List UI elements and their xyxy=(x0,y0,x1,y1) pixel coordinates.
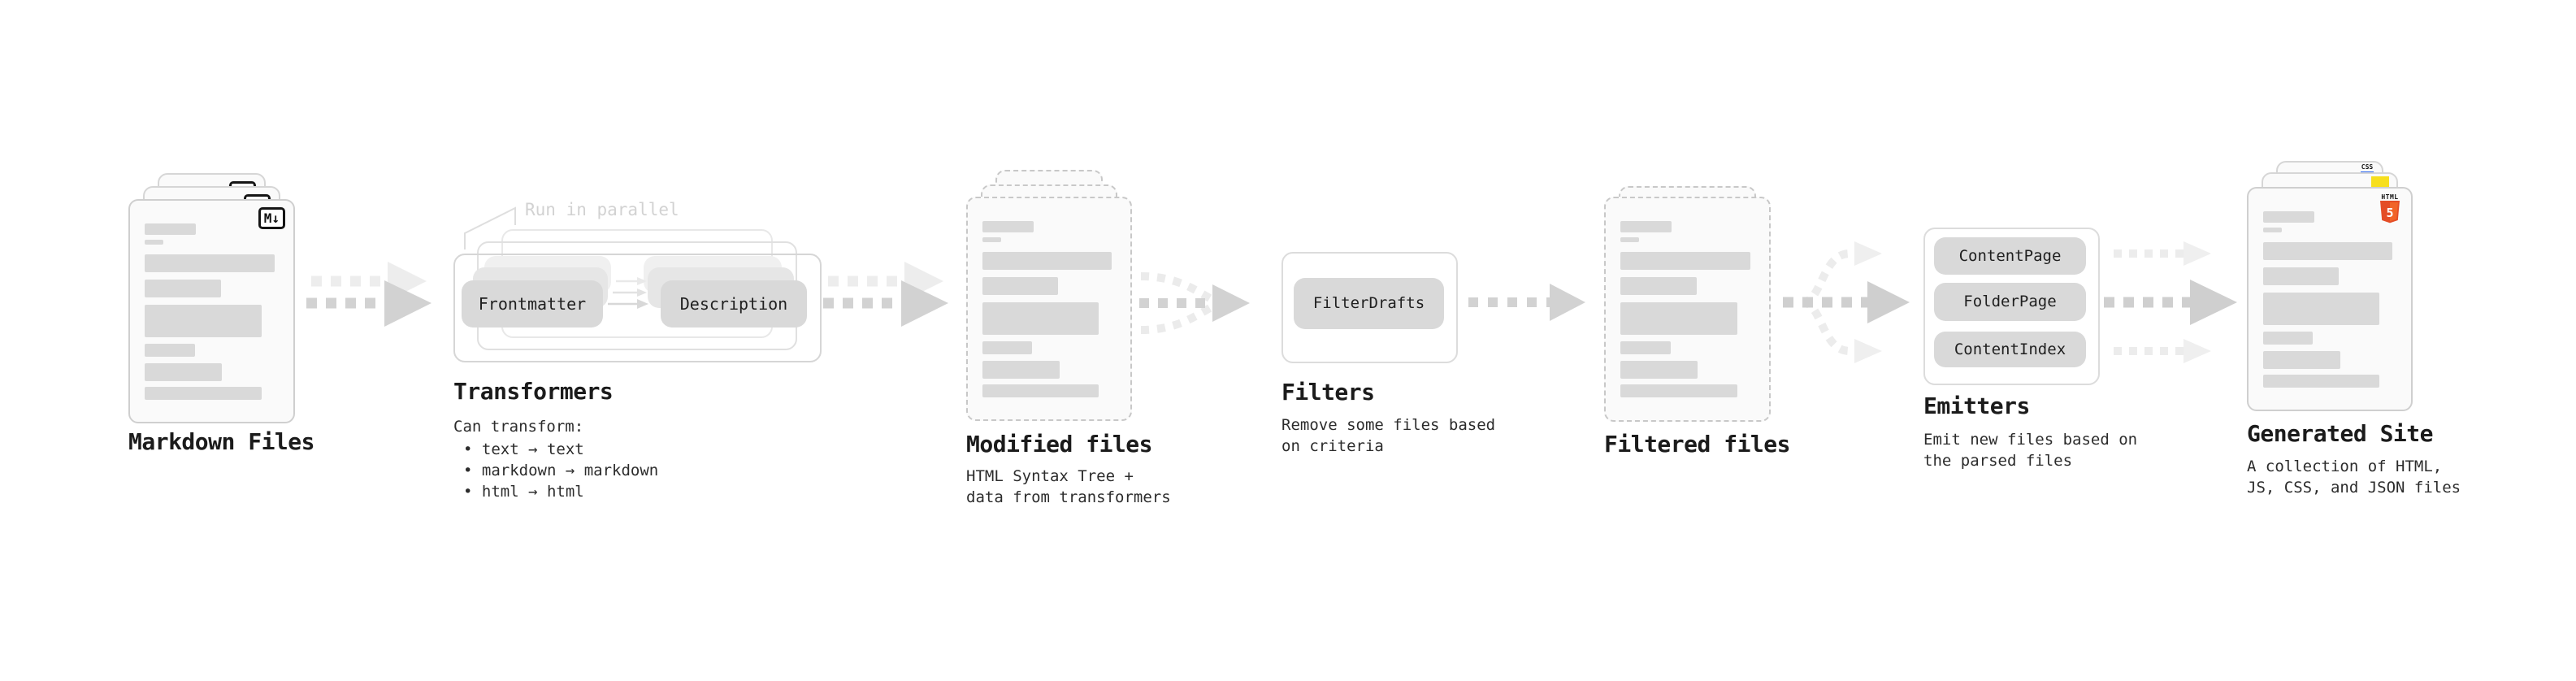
transformer-pill-frontmatter: Frontmatter xyxy=(462,280,603,327)
bullet-item: • html → html xyxy=(463,483,584,501)
transformer-box-front xyxy=(453,254,822,362)
transformer-pill-description: Description xyxy=(661,280,807,327)
text-skeleton xyxy=(145,223,280,400)
arrow-filters-to-filtered xyxy=(1468,284,1585,321)
stage-title-transformers: Transformers xyxy=(453,378,614,405)
generated-subtitle: A collection of HTML, JS, CSS, and JSON … xyxy=(2247,458,2461,497)
stage-title-modified: Modified files xyxy=(966,431,1153,458)
generated-file-html: HTML 5 xyxy=(2247,187,2413,411)
text-skeleton xyxy=(1620,221,1756,397)
stage-title-filtered: Filtered files xyxy=(1604,431,1791,458)
markdown-icon: M↓ xyxy=(258,207,285,229)
arrow-transformers-to-modified xyxy=(823,262,948,327)
emitter-pill-contentindex: ContentIndex xyxy=(1934,332,2086,367)
svg-text:5: 5 xyxy=(2386,206,2393,220)
emitter-pill-contentpage: ContentPage xyxy=(1934,237,2086,275)
stage-title-markdown: Markdown Files xyxy=(128,428,315,455)
arrow-markdown-to-transformers xyxy=(306,262,432,327)
filtered-files-stack xyxy=(1604,186,1771,422)
parallel-arrows-icon xyxy=(608,277,648,309)
modified-files-stack xyxy=(966,170,1132,421)
stage-title-generated: Generated Site xyxy=(2247,420,2434,447)
filtered-file-front xyxy=(1604,197,1771,422)
filters-subtitle: Remove some files based on criteria xyxy=(1281,416,1496,455)
markdown-file-front: M↓ xyxy=(128,199,295,423)
emitters-subtitle: Emit new files based on the parsed files xyxy=(1923,431,2138,470)
arrow-filtered-to-emitters xyxy=(1783,241,1910,363)
markdown-files-stack: M↓ M↓ M↓ xyxy=(128,173,295,423)
run-in-parallel-note: Run in parallel xyxy=(525,200,679,219)
stage-title-emitters: Emitters xyxy=(1923,393,2030,419)
generated-site-stack: CSS HTML 5 xyxy=(2247,161,2413,411)
bullet-item: • text → text xyxy=(463,440,584,458)
text-skeleton xyxy=(2263,211,2398,388)
html5-icon: HTML 5 xyxy=(2379,193,2401,223)
modified-subtitle: HTML Syntax Tree + data from transformer… xyxy=(966,467,1171,506)
transformers-desc-heading: Can transform: xyxy=(453,418,584,436)
bullet-item: • markdown → markdown xyxy=(463,462,659,479)
arrow-emitters-to-generated xyxy=(2104,241,2237,363)
arrow-modified-to-filters xyxy=(1139,272,1250,334)
stage-title-filters: Filters xyxy=(1281,379,1375,406)
transformers-bullet-list: • text → text • markdown → markdown • ht… xyxy=(463,439,658,502)
note-leader-line xyxy=(464,206,516,249)
text-skeleton xyxy=(982,221,1117,397)
emitter-pill-folderpage: FolderPage xyxy=(1934,283,2086,321)
js-icon xyxy=(2371,176,2389,187)
modified-file-front xyxy=(966,197,1132,421)
filter-pill-filterdrafts: FilterDrafts xyxy=(1294,278,1444,329)
